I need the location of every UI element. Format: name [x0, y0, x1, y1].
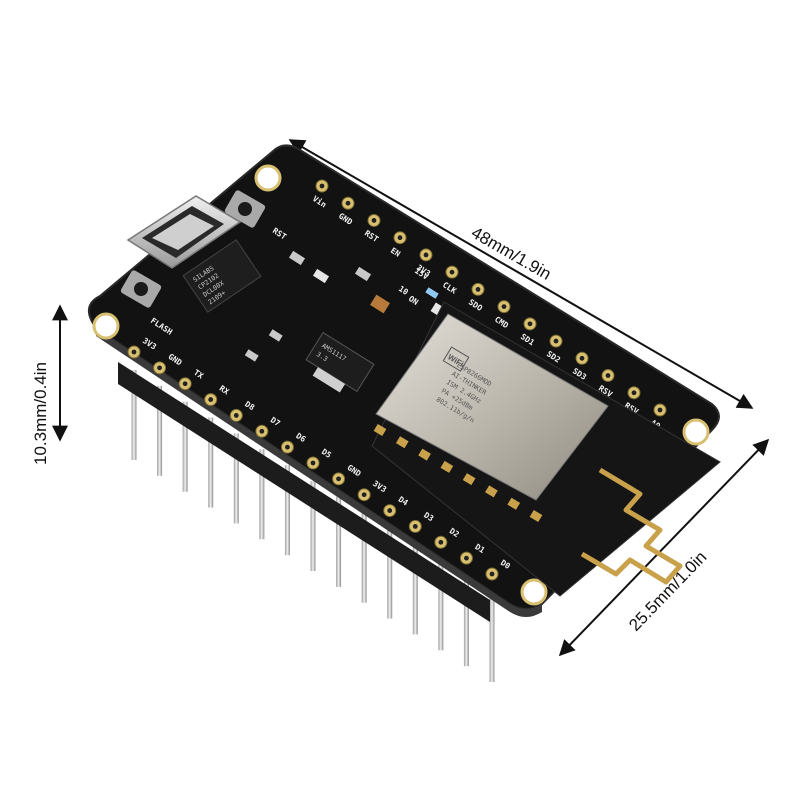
module-shield [375, 313, 609, 501]
mounting-hole [682, 418, 710, 446]
bottom-pin-label: D5 [320, 447, 333, 460]
module-pad [440, 460, 454, 473]
voltage-regulator: AMS1117 3.3 [305, 331, 375, 393]
pad-hole [131, 349, 137, 355]
bottom-pin-label: D2 [448, 526, 461, 539]
pad-hole [157, 365, 162, 371]
pad-hole [208, 397, 214, 402]
module-pad [418, 448, 431, 461]
pad-hole [553, 338, 559, 344]
module-pad [529, 509, 543, 523]
header-pin-leg [208, 417, 214, 508]
pad-hole [371, 218, 377, 223]
mounting-hole [254, 164, 282, 192]
module-pad [507, 497, 521, 510]
power-label: 10 [397, 284, 410, 297]
module-pads [373, 423, 543, 523]
pad-hole [361, 492, 367, 498]
bottom-pin-label: D1 [473, 542, 486, 555]
pad-hole [449, 269, 455, 275]
module-pad [373, 423, 387, 437]
header-pin-leg [336, 496, 342, 587]
esp8266-module: ESP8266MOD AI-THINKER ISM 2.4GHz PA +25d… [371, 301, 721, 597]
pad-hole [310, 460, 316, 466]
pad-hole [412, 524, 418, 529]
micro-usb-port [126, 195, 242, 269]
header-pin-leg [233, 433, 239, 524]
bottom-pin-label: D3 [422, 511, 435, 524]
bottom-pin-label: D0 [499, 558, 512, 571]
header-pin-leg [438, 560, 444, 651]
mounting-hole [92, 312, 120, 340]
header-pin-leg [259, 449, 265, 540]
bottom-pin-label: TX [192, 368, 205, 381]
pad-hole [605, 373, 611, 378]
pad-hole [501, 304, 507, 310]
top-pin-pads [315, 179, 667, 417]
pad-hole [464, 555, 469, 561]
length-arrow [288, 139, 754, 409]
pad-hole [579, 355, 585, 361]
header-pin-leg [489, 592, 495, 682]
pad-hole [233, 413, 239, 418]
header-pin-leg [284, 465, 290, 556]
pad-hole [657, 407, 663, 413]
pad-hole [259, 428, 265, 434]
pad-hole [345, 200, 351, 206]
pad-hole [423, 252, 429, 258]
header-pin-leg [310, 481, 316, 571]
bottom-pin-label: D7 [269, 415, 282, 428]
pcb-antenna [580, 467, 683, 585]
pad-hole [489, 571, 495, 577]
power-label: ON [407, 294, 420, 307]
pad-hole [387, 508, 393, 513]
pad-hole [527, 321, 533, 327]
bottom-pin-label: D6 [294, 431, 307, 444]
header-pin-leg [361, 512, 367, 603]
pad-hole [336, 476, 341, 482]
bottom-pin-pads [127, 345, 499, 581]
header-pin-leg [387, 528, 393, 619]
pad-hole [475, 286, 481, 292]
header-pins [131, 370, 495, 682]
mounting-holes [92, 164, 710, 606]
header-pin-leg [131, 370, 137, 460]
header-pin-leg [157, 385, 163, 476]
pad-hole [397, 235, 403, 241]
module-pad [485, 485, 498, 498]
pin-header-strip [118, 362, 490, 622]
pad-hole [285, 444, 290, 450]
bottom-pin-label: D4 [397, 495, 410, 508]
top-pin-label: EN [389, 246, 402, 259]
pad-hole [631, 390, 637, 396]
header-pin-leg [182, 401, 188, 492]
width-arrow [558, 438, 770, 657]
bottom-pin-label: RX [218, 384, 231, 397]
module-pad [462, 473, 476, 486]
header-pin-leg [463, 576, 469, 667]
height-label: 10.3mm/0.4in [31, 362, 50, 465]
height-dimension: 10.3mm/0.4in [31, 304, 68, 465]
pad-hole [182, 381, 188, 387]
header-pin-leg [412, 544, 418, 635]
module-pad [395, 436, 409, 449]
usb-uart-chip: SILABS CP2102 DCL00X 2109+ [182, 239, 262, 313]
mounting-hole [520, 578, 548, 606]
bottom-pin-label: D8 [243, 400, 256, 413]
pad-hole [319, 183, 325, 189]
pad-hole [438, 539, 444, 545]
